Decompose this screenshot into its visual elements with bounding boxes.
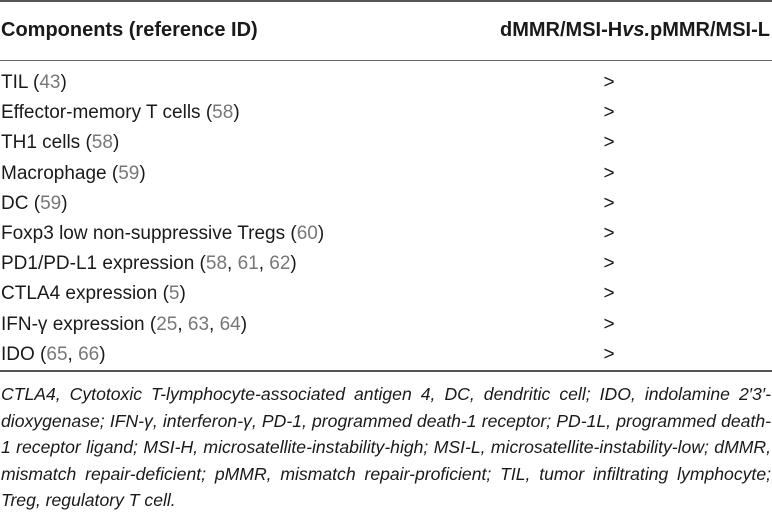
row-comparison-value: > bbox=[603, 313, 615, 335]
table-row: Macrophage (59) > bbox=[0, 159, 772, 189]
reference-link[interactable]: 59 bbox=[40, 192, 62, 214]
table-row: Foxp3 low non-suppressive Tregs (60) > bbox=[0, 219, 772, 249]
row-comparison-value: > bbox=[603, 162, 615, 184]
reference-link[interactable]: 62 bbox=[269, 253, 291, 275]
reference-link[interactable]: 65 bbox=[46, 343, 68, 365]
row-comparison-value: > bbox=[603, 253, 615, 275]
header-comparison-part1: dMMR/MSI-H bbox=[500, 18, 623, 41]
row-label: Foxp3 low non-suppressive Tregs (60) bbox=[1, 223, 325, 244]
reference-link[interactable]: 58 bbox=[91, 132, 113, 154]
bottom-rule bbox=[0, 370, 772, 372]
table-footnote: CTLA4, Cytotoxic T-lymphocyte-associated… bbox=[1, 384, 771, 511]
top-rule bbox=[0, 0, 772, 2]
row-label: PD1/PD-L1 expression (58, 61, 62) bbox=[1, 253, 297, 275]
table-row: TH1 cells (58) > bbox=[0, 128, 772, 158]
reference-link[interactable]: 58 bbox=[205, 253, 228, 275]
table-row: PD1/PD-L1 expression (58, 61, 62) > bbox=[0, 249, 772, 279]
row-label: IFN-γ expression (25, 63, 64) bbox=[1, 313, 248, 335]
reference-link[interactable]: 61 bbox=[237, 253, 259, 275]
row-comparison-value: > bbox=[603, 343, 615, 365]
row-label: TIL (43) bbox=[1, 72, 67, 93]
row-label: CTLA4 expression (5) bbox=[1, 283, 186, 305]
table-row: Effector-memory T cells (58) > bbox=[0, 98, 772, 128]
row-label: TH1 cells (58) bbox=[1, 132, 120, 154]
reference-link[interactable]: 43 bbox=[39, 72, 61, 93]
reference-link[interactable]: 5 bbox=[168, 283, 180, 305]
reference-link[interactable]: 64 bbox=[219, 313, 241, 335]
table-row: IFN-γ expression (25, 63, 64) > bbox=[0, 310, 772, 340]
table-row: DC (59) > bbox=[0, 189, 772, 219]
row-label: DC (59) bbox=[1, 192, 68, 214]
reference-link[interactable]: 63 bbox=[187, 313, 210, 335]
row-comparison-value: > bbox=[603, 283, 615, 305]
reference-link[interactable]: 59 bbox=[118, 162, 140, 184]
row-comparison-value: > bbox=[603, 72, 615, 93]
row-comparison-value: > bbox=[603, 192, 615, 214]
reference-link[interactable]: 58 bbox=[212, 102, 234, 124]
header-comparison-part2: pMMR/MSI-L bbox=[650, 18, 770, 41]
row-comparison-value: > bbox=[603, 102, 615, 124]
table-row: TIL (43) > bbox=[0, 68, 772, 98]
row-label: IDO (65, 66) bbox=[1, 343, 106, 365]
header-comparison-vs: vs. bbox=[622, 18, 651, 41]
row-comparison-value: > bbox=[603, 132, 615, 154]
header-rule bbox=[0, 60, 772, 61]
reference-link[interactable]: 60 bbox=[296, 223, 318, 244]
header-comparison: dMMR/MSI-H vs. pMMR/MSI-L bbox=[500, 0, 770, 60]
header-components: Components (reference ID) bbox=[1, 18, 258, 41]
row-label: Macrophage (59) bbox=[1, 162, 146, 184]
table-row: IDO (65, 66) > bbox=[0, 340, 772, 370]
row-comparison-value: > bbox=[603, 223, 615, 244]
reference-link[interactable]: 66 bbox=[78, 343, 100, 365]
row-label: Effector-memory T cells (58) bbox=[1, 102, 240, 124]
table-row: CTLA4 expression (5) > bbox=[0, 279, 772, 309]
reference-link[interactable]: 25 bbox=[156, 313, 178, 335]
